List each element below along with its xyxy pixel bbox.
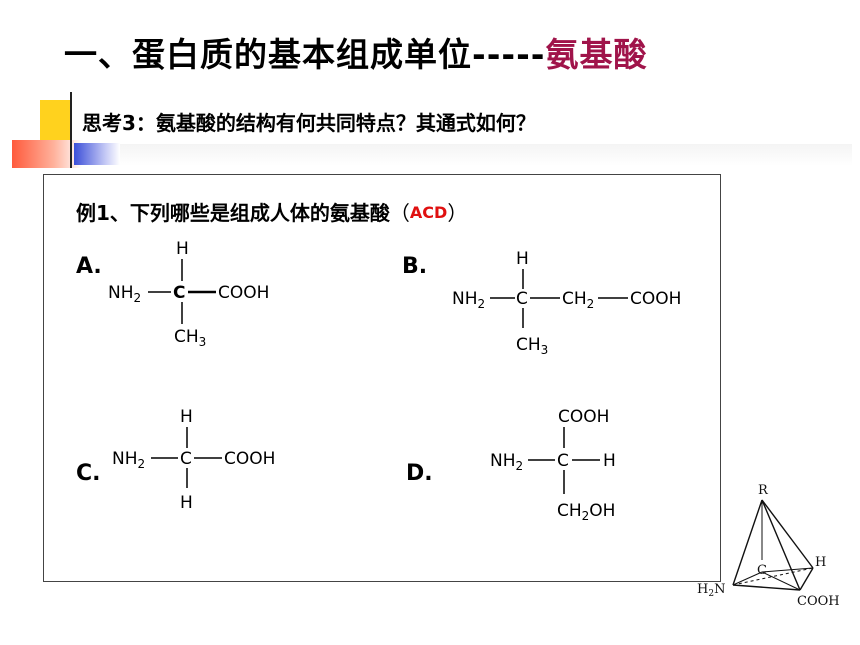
question-underline (82, 144, 852, 166)
open-paren: （ (389, 201, 410, 225)
tetra-c: C (757, 563, 767, 578)
a-cooh: COOH (218, 283, 269, 303)
option-c-label: C. (76, 461, 101, 486)
option-a-label: A. (76, 254, 102, 279)
d-ch2oh: CH2OH (557, 501, 615, 523)
page-title: 一、蛋白质的基本组成单位-----氨基酸 (64, 28, 647, 76)
tetrahedron-diagram: R C H H2N COOH (697, 483, 840, 609)
title-main: 一、蛋白质的基本组成单位----- (64, 35, 546, 74)
example-frame (43, 174, 721, 582)
b-cooh: COOH (630, 289, 681, 309)
example-prompt: 例1、下列哪些是组成人体的氨基酸（ACD） (76, 197, 467, 226)
title-highlight: 氨基酸 (545, 35, 648, 74)
tetra-r: R (758, 483, 769, 498)
option-d-label: D. (406, 461, 433, 486)
a-top-h: H (176, 239, 189, 259)
c-nh2: NH2 (112, 449, 145, 471)
c-carbon: C (180, 449, 192, 469)
a-ch3: CH3 (174, 327, 206, 349)
decor-yellow-square (40, 100, 72, 144)
b-top-h: H (516, 249, 529, 269)
a-carbon: C (173, 283, 185, 303)
a-nh2: NH2 (108, 283, 141, 305)
b-nh2: NH2 (452, 289, 485, 311)
example-text: 例1、下列哪些是组成人体的氨基酸 (76, 201, 390, 225)
b-ch2: CH2 (562, 289, 594, 311)
c-cooh: COOH (224, 449, 275, 469)
d-top-cooh: COOH (558, 407, 609, 427)
option-c-structure: H NH2 C COOH H (112, 407, 275, 513)
tetra-cooh: COOH (797, 594, 840, 609)
option-b-label: B. (402, 254, 428, 279)
c-bottom-h: H (180, 493, 193, 513)
b-carbon: C (516, 289, 528, 309)
option-a-structure: H NH2 C COOH CH3 (108, 239, 269, 349)
answer-text: ACD (409, 203, 448, 222)
decor-blue-gradient (74, 143, 120, 165)
c-top-h: H (180, 407, 193, 427)
tetra-h2n: H2N (697, 582, 725, 599)
decor-vertical-line (70, 92, 72, 168)
close-paren: ） (447, 201, 468, 225)
d-nh2: NH2 (490, 451, 523, 473)
option-b-structure: H NH2 C CH2 COOH CH3 (452, 249, 681, 357)
d-carbon: C (557, 451, 569, 471)
tetra-h: H (815, 555, 826, 570)
think-question: 思考3：氨基酸的结构有何共同特点？其通式如何？ (82, 111, 536, 135)
b-ch3: CH3 (516, 335, 548, 357)
d-right-h: H (603, 451, 616, 471)
option-d-structure: COOH NH2 C H CH2OH (490, 407, 616, 523)
